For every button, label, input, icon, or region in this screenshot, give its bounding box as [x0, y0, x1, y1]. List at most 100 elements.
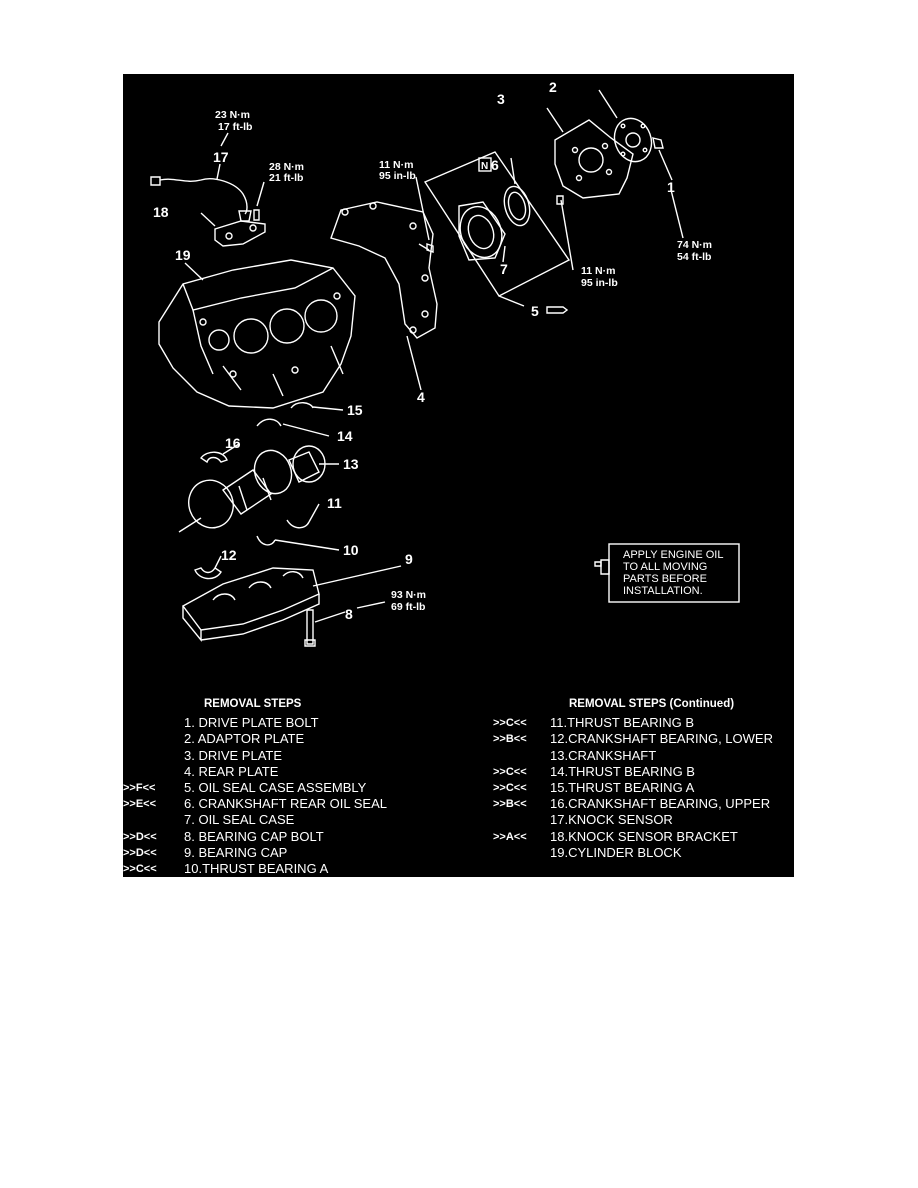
- list-item: >>A<< 18.KNOCK SENSOR BRACKET: [493, 829, 793, 845]
- step-code: >>C<<: [123, 862, 157, 875]
- exploded-view-diagram: 2 3 1 6 7 5 4 17 18 19 15 14 16 13 11 10…: [150, 79, 740, 647]
- list-item: 7. OIL SEAL CASE: [123, 812, 453, 828]
- knock-sensor-bracket-drawing: [214, 209, 266, 247]
- oil-note-line-3: PARTS BEFORE: [623, 573, 707, 585]
- callout-15: 15: [347, 402, 363, 418]
- adaptor-plate-drawing: [613, 117, 653, 163]
- step-label: 10.THRUST BEARING A: [184, 860, 329, 876]
- list-item: >>C<<11.THRUST BEARING B: [493, 715, 793, 731]
- torque-17-ftlb: 17 ft-lb: [218, 121, 252, 133]
- step-label: 13.CRANKSHAFT: [550, 747, 657, 763]
- step-label: 9. BEARING CAP: [184, 844, 288, 860]
- removal-steps-continued-list: REMOVAL STEPS (Continued) >>C<<11.THRUST…: [493, 696, 793, 861]
- torque-8-ftlb: 69 ft-lb: [391, 601, 425, 613]
- removal-steps-header: REMOVAL STEPS: [204, 698, 302, 710]
- torque-1-ftlb: 54 ft-lb: [677, 251, 711, 263]
- rear-plate-bolt-drawing: [426, 243, 434, 253]
- step-label: 1. DRIVE PLATE BOLT: [184, 715, 319, 731]
- crankshaft-drawing: [178, 445, 326, 533]
- callout-2: 2: [549, 79, 557, 95]
- step-label: 12.CRANKSHAFT BEARING, LOWER: [550, 731, 773, 747]
- callout-19: 19: [175, 247, 191, 263]
- drive-plate-drawing: [554, 119, 634, 199]
- callout-7: 7: [500, 261, 508, 277]
- torque-4-inlb: 95 in-lb: [379, 170, 416, 182]
- callout-14: 14: [337, 428, 353, 444]
- new-part-mark: N: [481, 161, 488, 172]
- knock-sensor-drawing: [150, 176, 252, 222]
- list-item: >>D<< 9. BEARING CAP: [123, 845, 453, 861]
- callout-5: 5: [531, 303, 539, 319]
- step-code: >>B<<: [493, 798, 527, 811]
- step-label: 15.THRUST BEARING A: [550, 779, 695, 795]
- list-item: >>B<< 12.CRANKSHAFT BEARING, LOWER: [493, 731, 793, 747]
- service-diagram-panel: 2 3 1 6 7 5 4 17 18 19 15 14 16 13 11 10…: [123, 74, 794, 877]
- thrust-bearing-a-upper-drawing: [290, 402, 314, 409]
- bearing-cap-drawing: [181, 567, 320, 642]
- oil-can-icon: [594, 559, 610, 575]
- step-label: 18.KNOCK SENSOR BRACKET: [550, 828, 738, 844]
- callout-11: 11: [327, 495, 342, 511]
- new-part-box: [478, 157, 492, 172]
- step-code: >>B<<: [493, 733, 527, 746]
- step-label: 14.THRUST BEARING B: [550, 763, 695, 779]
- crankshaft-bearing-upper-drawing: [199, 451, 228, 464]
- step-code: >>A<<: [493, 830, 527, 843]
- list-item: 2. ADAPTOR PLATE: [123, 731, 453, 747]
- leader-lines: [184, 89, 684, 623]
- thrust-bearing-b-lower-drawing: [286, 519, 310, 529]
- step-label: 4. REAR PLATE: [184, 763, 279, 779]
- list-item: >>B<< 16.CRANKSHAFT BEARING, UPPER: [493, 796, 793, 812]
- torque-3-nm: 11 N·m: [581, 265, 615, 277]
- list-item: >>C<< 15.THRUST BEARING A: [493, 780, 793, 796]
- list-item: >>E<< 6. CRANKSHAFT REAR OIL SEAL: [123, 796, 453, 812]
- callout-1: 1: [667, 179, 675, 195]
- step-label: 16.CRANKSHAFT BEARING, UPPER: [550, 796, 771, 812]
- torque-4-nm: 11 N·m: [379, 159, 413, 171]
- oil-note-line-4: INSTALLATION.: [623, 585, 703, 597]
- callout-9: 9: [405, 551, 413, 567]
- step-code: >>D<<: [123, 846, 157, 859]
- list-item: >>D<<8. BEARING CAP BOLT: [123, 829, 453, 845]
- step-code: >>E<<: [123, 798, 157, 811]
- thrust-bearing-b-upper-drawing: [256, 418, 282, 427]
- torque-1-nm: 74 N·m: [677, 239, 712, 251]
- callout-18: 18: [153, 204, 169, 220]
- step-label: 6. CRANKSHAFT REAR OIL SEAL: [184, 796, 388, 812]
- drive-plate-side-bolt-drawing: [556, 195, 564, 205]
- removal-steps-list: REMOVAL STEPS 1. DRIVE PLATE BOLT 2. ADA…: [123, 696, 453, 877]
- torque-3-inlb: 95 in-lb: [581, 277, 618, 289]
- callout-8: 8: [345, 606, 353, 622]
- list-item: 17.KNOCK SENSOR: [493, 812, 793, 828]
- step-label: 7. OIL SEAL CASE: [184, 812, 295, 828]
- thrust-bearing-a-lower-drawing: [256, 535, 276, 546]
- bearing-cap-bolt-drawing: [304, 609, 316, 647]
- step-code: >>C<<: [493, 765, 527, 778]
- callout-16: 16: [225, 435, 241, 451]
- callout-4: 4: [417, 389, 425, 405]
- list-item: 4. REAR PLATE: [123, 764, 453, 780]
- oil-note-line-1: APPLY ENGINE OIL: [623, 549, 723, 561]
- oil-note-line-2: TO ALL MOVING: [623, 561, 707, 573]
- step-label: 11.THRUST BEARING B: [550, 715, 694, 731]
- list-item: 19.CYLINDER BLOCK: [493, 845, 793, 861]
- list-item: 1. DRIVE PLATE BOLT: [123, 715, 453, 731]
- list-item: >>C<< 10.THRUST BEARING A: [123, 861, 453, 877]
- list-item: >>F<< 5. OIL SEAL CASE ASSEMBLY: [123, 780, 453, 796]
- torque-18-ftlb: 21 ft-lb: [269, 172, 303, 184]
- callout-17: 17: [213, 149, 229, 165]
- sealant-tube-icon: [546, 306, 569, 314]
- step-label: 3. DRIVE PLATE: [184, 747, 283, 763]
- step-label: 19.CYLINDER BLOCK: [550, 844, 682, 860]
- step-code: >>F<<: [123, 781, 156, 794]
- step-label: 5. OIL SEAL CASE ASSEMBLY: [184, 779, 367, 795]
- list-item: 13.CRANKSHAFT: [493, 748, 793, 764]
- step-code: >>C<<: [493, 781, 527, 794]
- torque-8-nm: 93 N·m: [391, 589, 426, 601]
- callout-13: 13: [343, 456, 359, 472]
- step-label: 2. ADAPTOR PLATE: [184, 731, 305, 747]
- callout-6: 6: [491, 157, 499, 173]
- callout-12: 12: [221, 547, 237, 563]
- oil-seal-case-assembly-drawing: [423, 151, 571, 297]
- drive-plate-bolt-drawing: [652, 137, 664, 149]
